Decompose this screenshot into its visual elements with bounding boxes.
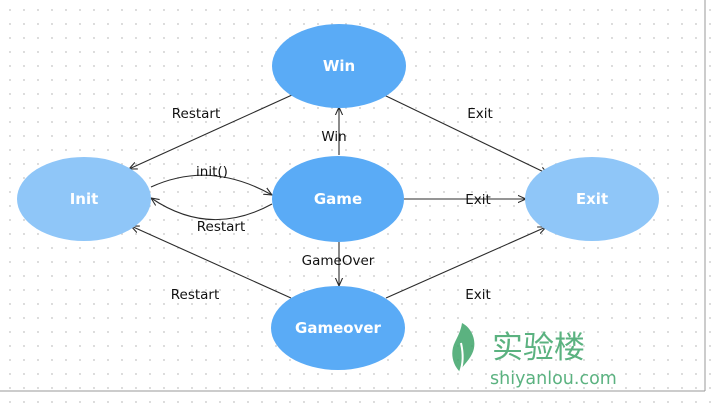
state-win-label: Win xyxy=(323,57,355,75)
edge-game-to-init xyxy=(151,198,273,221)
watermark-brand: 实验楼 xyxy=(492,330,585,366)
watermark: 实验楼 shiyanlou.com xyxy=(452,323,617,389)
edge-init-to-game xyxy=(150,174,272,195)
edge-win-to-exit xyxy=(383,94,548,174)
edge-gameover-to-exit xyxy=(385,227,546,299)
state-game-shape xyxy=(272,156,404,242)
label-game-to-gameover: GameOver xyxy=(302,253,375,269)
state-exit-shape xyxy=(525,157,659,241)
leaf-logo-icon xyxy=(452,323,475,373)
state-gameover: Gameover xyxy=(271,286,405,370)
label-gameover-to-exit: Exit xyxy=(465,287,491,303)
label-gameover-to-init: Restart xyxy=(171,287,220,303)
state-init: Init xyxy=(17,157,151,241)
state-gameover-shape xyxy=(271,286,405,370)
state-exit-label: Exit xyxy=(576,190,608,208)
state-init-shape xyxy=(17,157,151,241)
label-game-to-init: Restart xyxy=(197,219,246,235)
state-win: Win xyxy=(272,24,406,108)
state-game: Game xyxy=(272,156,404,242)
label-win-to-exit: Exit xyxy=(467,106,493,122)
edge-gameover-to-init xyxy=(131,226,292,299)
state-init-label: Init xyxy=(70,190,99,208)
label-game-to-win: Win xyxy=(321,129,346,145)
state-gameover-label: Gameover xyxy=(295,319,381,337)
label-game-to-exit: Exit xyxy=(465,192,491,208)
label-init-to-game: init() xyxy=(196,164,228,180)
state-game-label: Game xyxy=(314,190,362,208)
state-win-shape xyxy=(272,24,406,108)
watermark-url: shiyanlou.com xyxy=(490,369,617,389)
label-win-to-init: Restart xyxy=(172,106,221,122)
edge-win-to-init xyxy=(129,94,293,169)
state-exit: Exit xyxy=(525,157,659,241)
